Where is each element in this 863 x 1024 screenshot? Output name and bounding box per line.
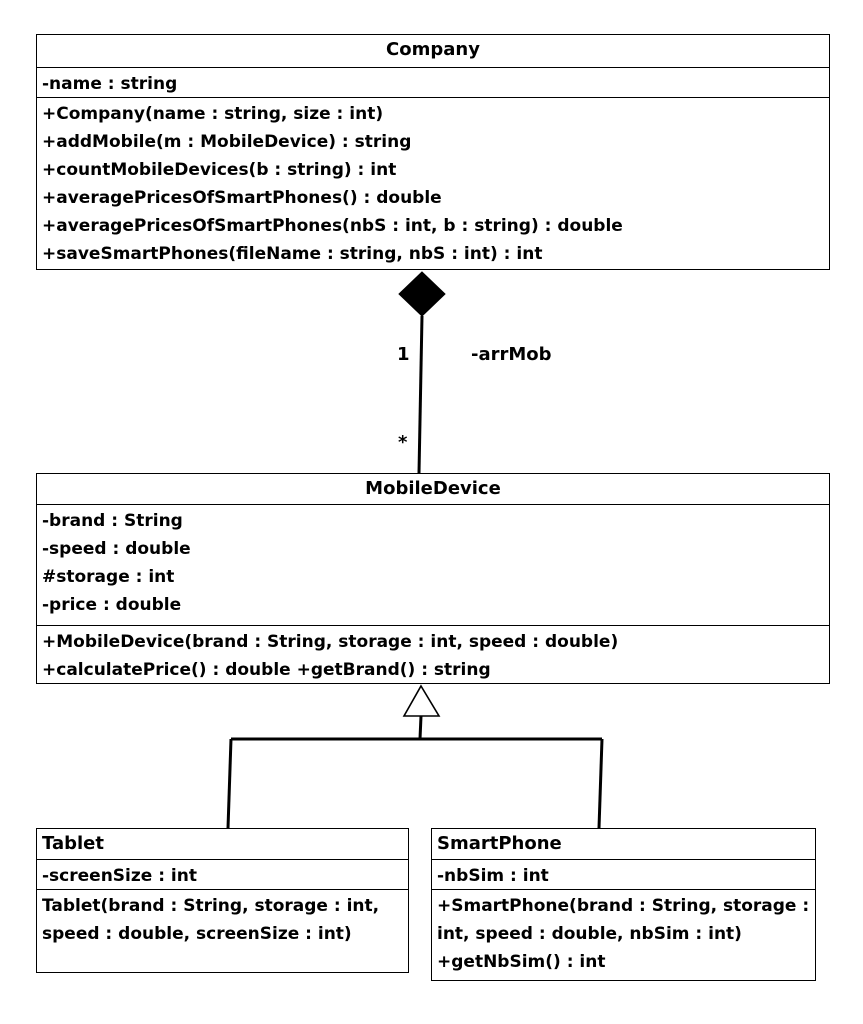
attribute: -brand : String — [42, 511, 183, 531]
class-mobile-device: MobileDevice -brand : String -speed : do… — [36, 473, 830, 684]
attributes-compartment: -screenSize : int — [37, 859, 408, 889]
attribute: -nbSim : int — [437, 866, 549, 886]
attribute: -screenSize : int — [42, 866, 197, 886]
operation: +addMobile(m : MobileDevice) : string — [42, 132, 412, 152]
class-name: SmartPhone — [437, 833, 562, 854]
attribute: #storage : int — [42, 567, 175, 587]
generalization-line-smartphone — [597, 738, 604, 829]
class-name: Tablet — [42, 833, 104, 854]
operations-compartment: +SmartPhone(brand : String, storage : in… — [432, 889, 815, 978]
operation: +Company(name : string, size : int) — [42, 104, 384, 124]
operation: +saveSmartPhones(fileName : string, nbS … — [42, 244, 543, 264]
class-tablet: Tablet -screenSize : int Tablet(brand : … — [36, 828, 409, 973]
operations-compartment: +MobileDevice(brand : String, storage : … — [37, 625, 829, 686]
operation: Tablet(brand : String, storage : int, sp… — [42, 896, 380, 944]
attribute: -price : double — [42, 595, 182, 615]
operations-compartment: +Company(name : string, size : int) +add… — [37, 97, 829, 270]
attribute: -name : string — [42, 74, 178, 94]
operation: +averagePricesOfSmartPhones() : double — [42, 188, 442, 208]
composition-line — [417, 315, 424, 474]
operation: +getNbSim() : int — [437, 952, 606, 972]
attributes-compartment: -brand : String -speed : double #storage… — [37, 504, 829, 625]
operation: +SmartPhone(brand : String, storage : in… — [437, 896, 810, 944]
operation: +countMobileDevices(b : string) : int — [42, 160, 397, 180]
composition-diamond — [398, 271, 446, 317]
operation: +averagePricesOfSmartPhones(nbS : int, b… — [42, 216, 623, 236]
generalization-stem — [418, 715, 423, 740]
class-name: Company — [386, 39, 480, 60]
class-company: Company -name : string +Company(name : s… — [36, 34, 830, 270]
operations-compartment: Tablet(brand : String, storage : int, sp… — [37, 889, 408, 950]
part-multiplicity: * — [398, 432, 408, 453]
class-name: MobileDevice — [365, 478, 501, 499]
operation: +MobileDevice(brand : String, storage : … — [42, 632, 619, 652]
attribute: -speed : double — [42, 539, 191, 559]
generalization-line-tablet — [226, 738, 233, 829]
whole-multiplicity: 1 — [397, 344, 410, 365]
generalization-arrowhead — [402, 684, 441, 717]
attributes-compartment: -nbSim : int — [432, 859, 815, 889]
operation: +calculatePrice() : double +getBrand() :… — [42, 660, 491, 680]
class-smart-phone: SmartPhone -nbSim : int +SmartPhone(bran… — [431, 828, 816, 981]
association-role: -arrMob — [471, 344, 552, 365]
attributes-compartment: -name : string — [37, 67, 829, 97]
